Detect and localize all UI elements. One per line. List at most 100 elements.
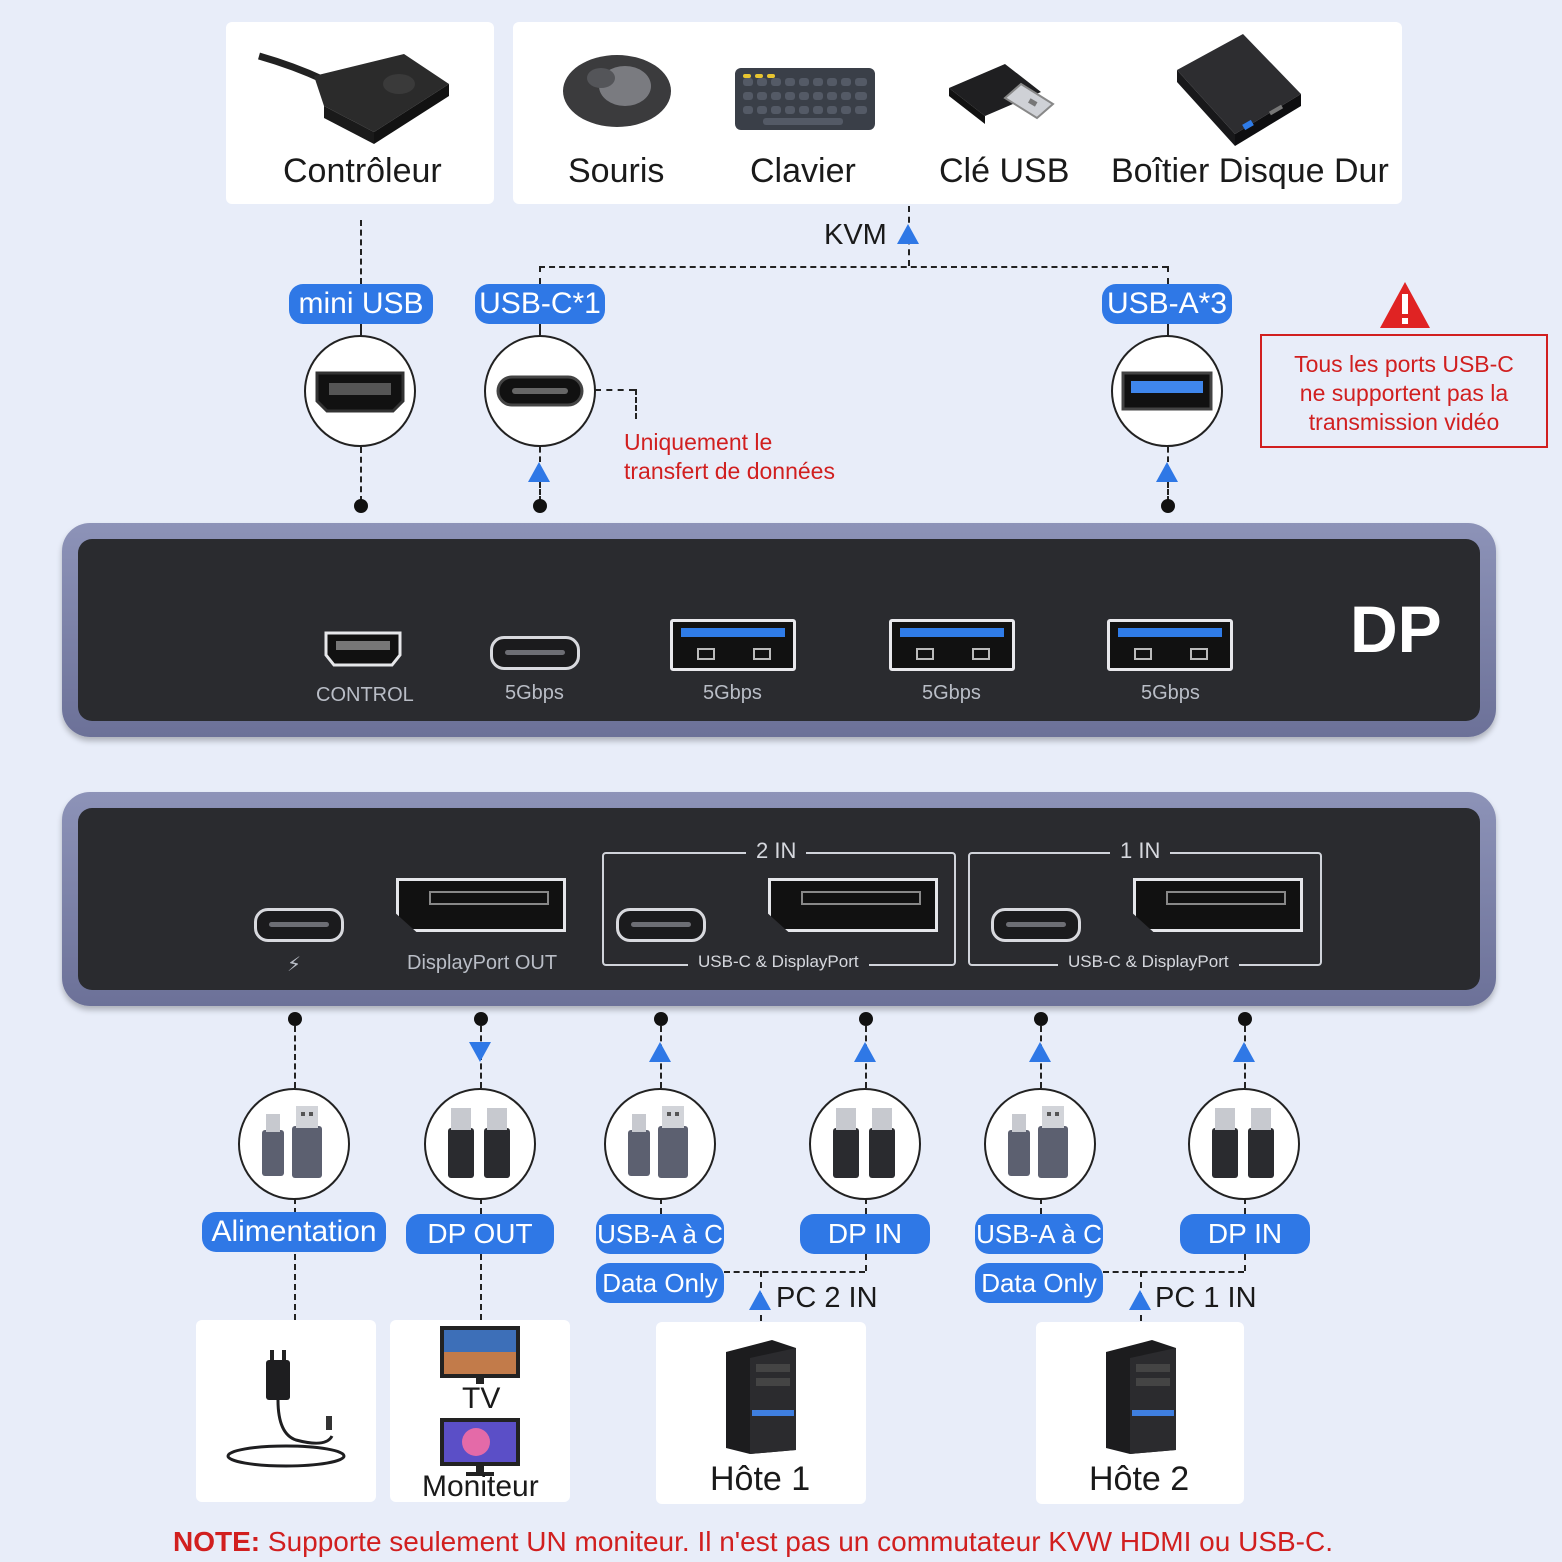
keyboard-label: Clavier [750, 152, 856, 190]
usb-key-label: Clé USB [939, 152, 1070, 190]
power-adapter-icon [226, 1350, 346, 1468]
pc1-dp-line-bottom [1244, 1254, 1246, 1271]
pc2-dp-in-pill: DP IN [800, 1214, 930, 1254]
pc1-merge-line [1103, 1271, 1244, 1273]
pc1-usba-c-pill: USB-A à C [975, 1214, 1103, 1254]
pc2-usb-a-to-c-cable-icon [628, 1106, 688, 1178]
pc2-merge-line [724, 1271, 865, 1273]
usb-a-arrow [1156, 462, 1178, 482]
front-panel-face: CONTROL 5Gbps 5Gbps 5Gbps 5Gbps DP [78, 539, 1480, 721]
input-1-usb-c-port [991, 908, 1081, 942]
dp-out-port [396, 878, 566, 932]
host-1-card: Hôte 1 [656, 1322, 866, 1504]
front-usb-a-port-3 [1107, 619, 1233, 671]
pc1-dp-in-pill: DP IN [1180, 1214, 1310, 1254]
power-line-bottom [294, 1254, 296, 1320]
note-text: Supporte seulement UN moniteur. Il n'est… [260, 1526, 1333, 1557]
power-line-mid [294, 1198, 296, 1214]
bottom-note: NOTE: Supporte seulement UN moniteur. Il… [173, 1526, 1333, 1558]
pc2-usb-cable-circle [604, 1088, 716, 1200]
front-usb-c-port [490, 636, 580, 670]
dp-out-pill: DP OUT [406, 1214, 554, 1254]
pc2-usb-line-mid [660, 1198, 662, 1214]
mini-usb-pill: mini USB [289, 284, 433, 324]
usb-c-dot [533, 499, 547, 513]
power-dot [288, 1012, 302, 1026]
pc1-dp-line-mid [1244, 1198, 1246, 1214]
warning-line-1: Tous les ports USB-C [1294, 351, 1514, 377]
warning-box: Tous les ports USB-C ne supportent pas l… [1260, 334, 1548, 448]
mini-usb-port-circle [304, 335, 416, 447]
pc2-host-arrow [749, 1290, 771, 1310]
tv-icon [440, 1326, 520, 1384]
host-1-label: Hôte 1 [710, 1460, 811, 1498]
front-usb-c-speed: 5Gbps [505, 682, 564, 704]
input-1-subtitle: USB-C & DisplayPort [1058, 952, 1239, 972]
dp-out-cable-circle [424, 1088, 536, 1200]
mini-usb-control-port [324, 631, 402, 667]
usb-c-note-line [595, 389, 635, 391]
pc1-dp-cable-circle [1188, 1088, 1300, 1200]
usb-a-to-c-cable-icon [262, 1106, 322, 1178]
pc1-host-arrow [1129, 1290, 1151, 1310]
usb-c-port-icon [496, 375, 584, 407]
mouse-label: Souris [568, 152, 665, 190]
usb-c-note-line-2: transfert de données [624, 458, 835, 484]
keyboard-icon [735, 68, 875, 130]
power-line-top [294, 1026, 296, 1088]
host-2-pc-icon [1106, 1340, 1176, 1454]
pc1-usb-a-to-c-cable-icon [1008, 1106, 1068, 1178]
pc2-dp-line-mid [865, 1198, 867, 1214]
front-usb-a-port-1 [670, 619, 796, 671]
usb-c-lower-line-2 [539, 482, 541, 502]
usb-c-arrow [528, 462, 550, 482]
pc2-in-label: PC 2 IN [776, 1282, 878, 1314]
usb-a-port-icon [1121, 371, 1213, 411]
front-panel: CONTROL 5Gbps 5Gbps 5Gbps 5Gbps DP [62, 523, 1496, 737]
peripherals-card: Souris Clavier Clé USB Boîtier Disque Du… [513, 22, 1402, 204]
front-usb-a-1-speed: 5Gbps [703, 682, 762, 704]
warning-line-3: transmission vidéo [1308, 409, 1500, 435]
pc1-data-only-pill: Data Only [975, 1263, 1103, 1303]
input-2-dp-port [768, 878, 938, 932]
pc1-dp-arrow [1233, 1042, 1255, 1062]
front-usb-a-2-speed: 5Gbps [922, 682, 981, 704]
display-card: TV Moniteur [390, 1320, 570, 1503]
host-2-label: Hôte 2 [1089, 1460, 1190, 1498]
controller-label: Contrôleur [283, 152, 442, 190]
usb-a-upper-line [1167, 324, 1169, 336]
pc1-usb-arrow [1029, 1042, 1051, 1062]
kvm-right-drop [1167, 266, 1169, 284]
pc1-usb-cable-circle [984, 1088, 1096, 1200]
mini-usb-port-icon [315, 371, 405, 413]
power-usb-c-port [254, 908, 344, 942]
host-2-card: Hôte 2 [1036, 1322, 1244, 1504]
usb-c-upper-line [539, 324, 541, 336]
usb-a-port-circle [1111, 335, 1223, 447]
input-1-title: 1 IN [1110, 838, 1171, 864]
mini-usb-dot [354, 499, 368, 513]
rear-panel-face: ⚡ DisplayPort OUT 2 IN USB-C & DisplayPo… [78, 808, 1480, 990]
pc1-usb-line-mid [1040, 1198, 1042, 1214]
controller-card: Contrôleur [226, 22, 494, 204]
monitor-icon [440, 1418, 520, 1476]
usb-a-dot [1161, 499, 1175, 513]
usb-c-pill: USB-C*1 [475, 284, 605, 324]
control-port-label: CONTROL [316, 684, 414, 706]
pc2-usb-dot [654, 1012, 668, 1026]
dp-out-line-bottom [480, 1254, 482, 1320]
tv-label: TV [462, 1382, 501, 1415]
rear-panel: ⚡ DisplayPort OUT 2 IN USB-C & DisplayPo… [62, 792, 1496, 1006]
pc1-usb-dot [1034, 1012, 1048, 1026]
usb-c-note-line-1: Uniquement le [624, 429, 773, 455]
usb-c-lower-line [539, 447, 541, 462]
pc2-dp-cable-circle [809, 1088, 921, 1200]
input-2-usb-c-port [616, 908, 706, 942]
input-2-subtitle: USB-C & DisplayPort [688, 952, 869, 972]
dp-out-arrow [469, 1042, 491, 1062]
pc2-dp-cable-icon [833, 1108, 895, 1178]
input-2-title: 2 IN [746, 838, 807, 864]
dp-cable-icon [448, 1108, 510, 1178]
pc2-dp-line-bottom [865, 1254, 867, 1271]
kvm-label: KVM [824, 219, 887, 251]
